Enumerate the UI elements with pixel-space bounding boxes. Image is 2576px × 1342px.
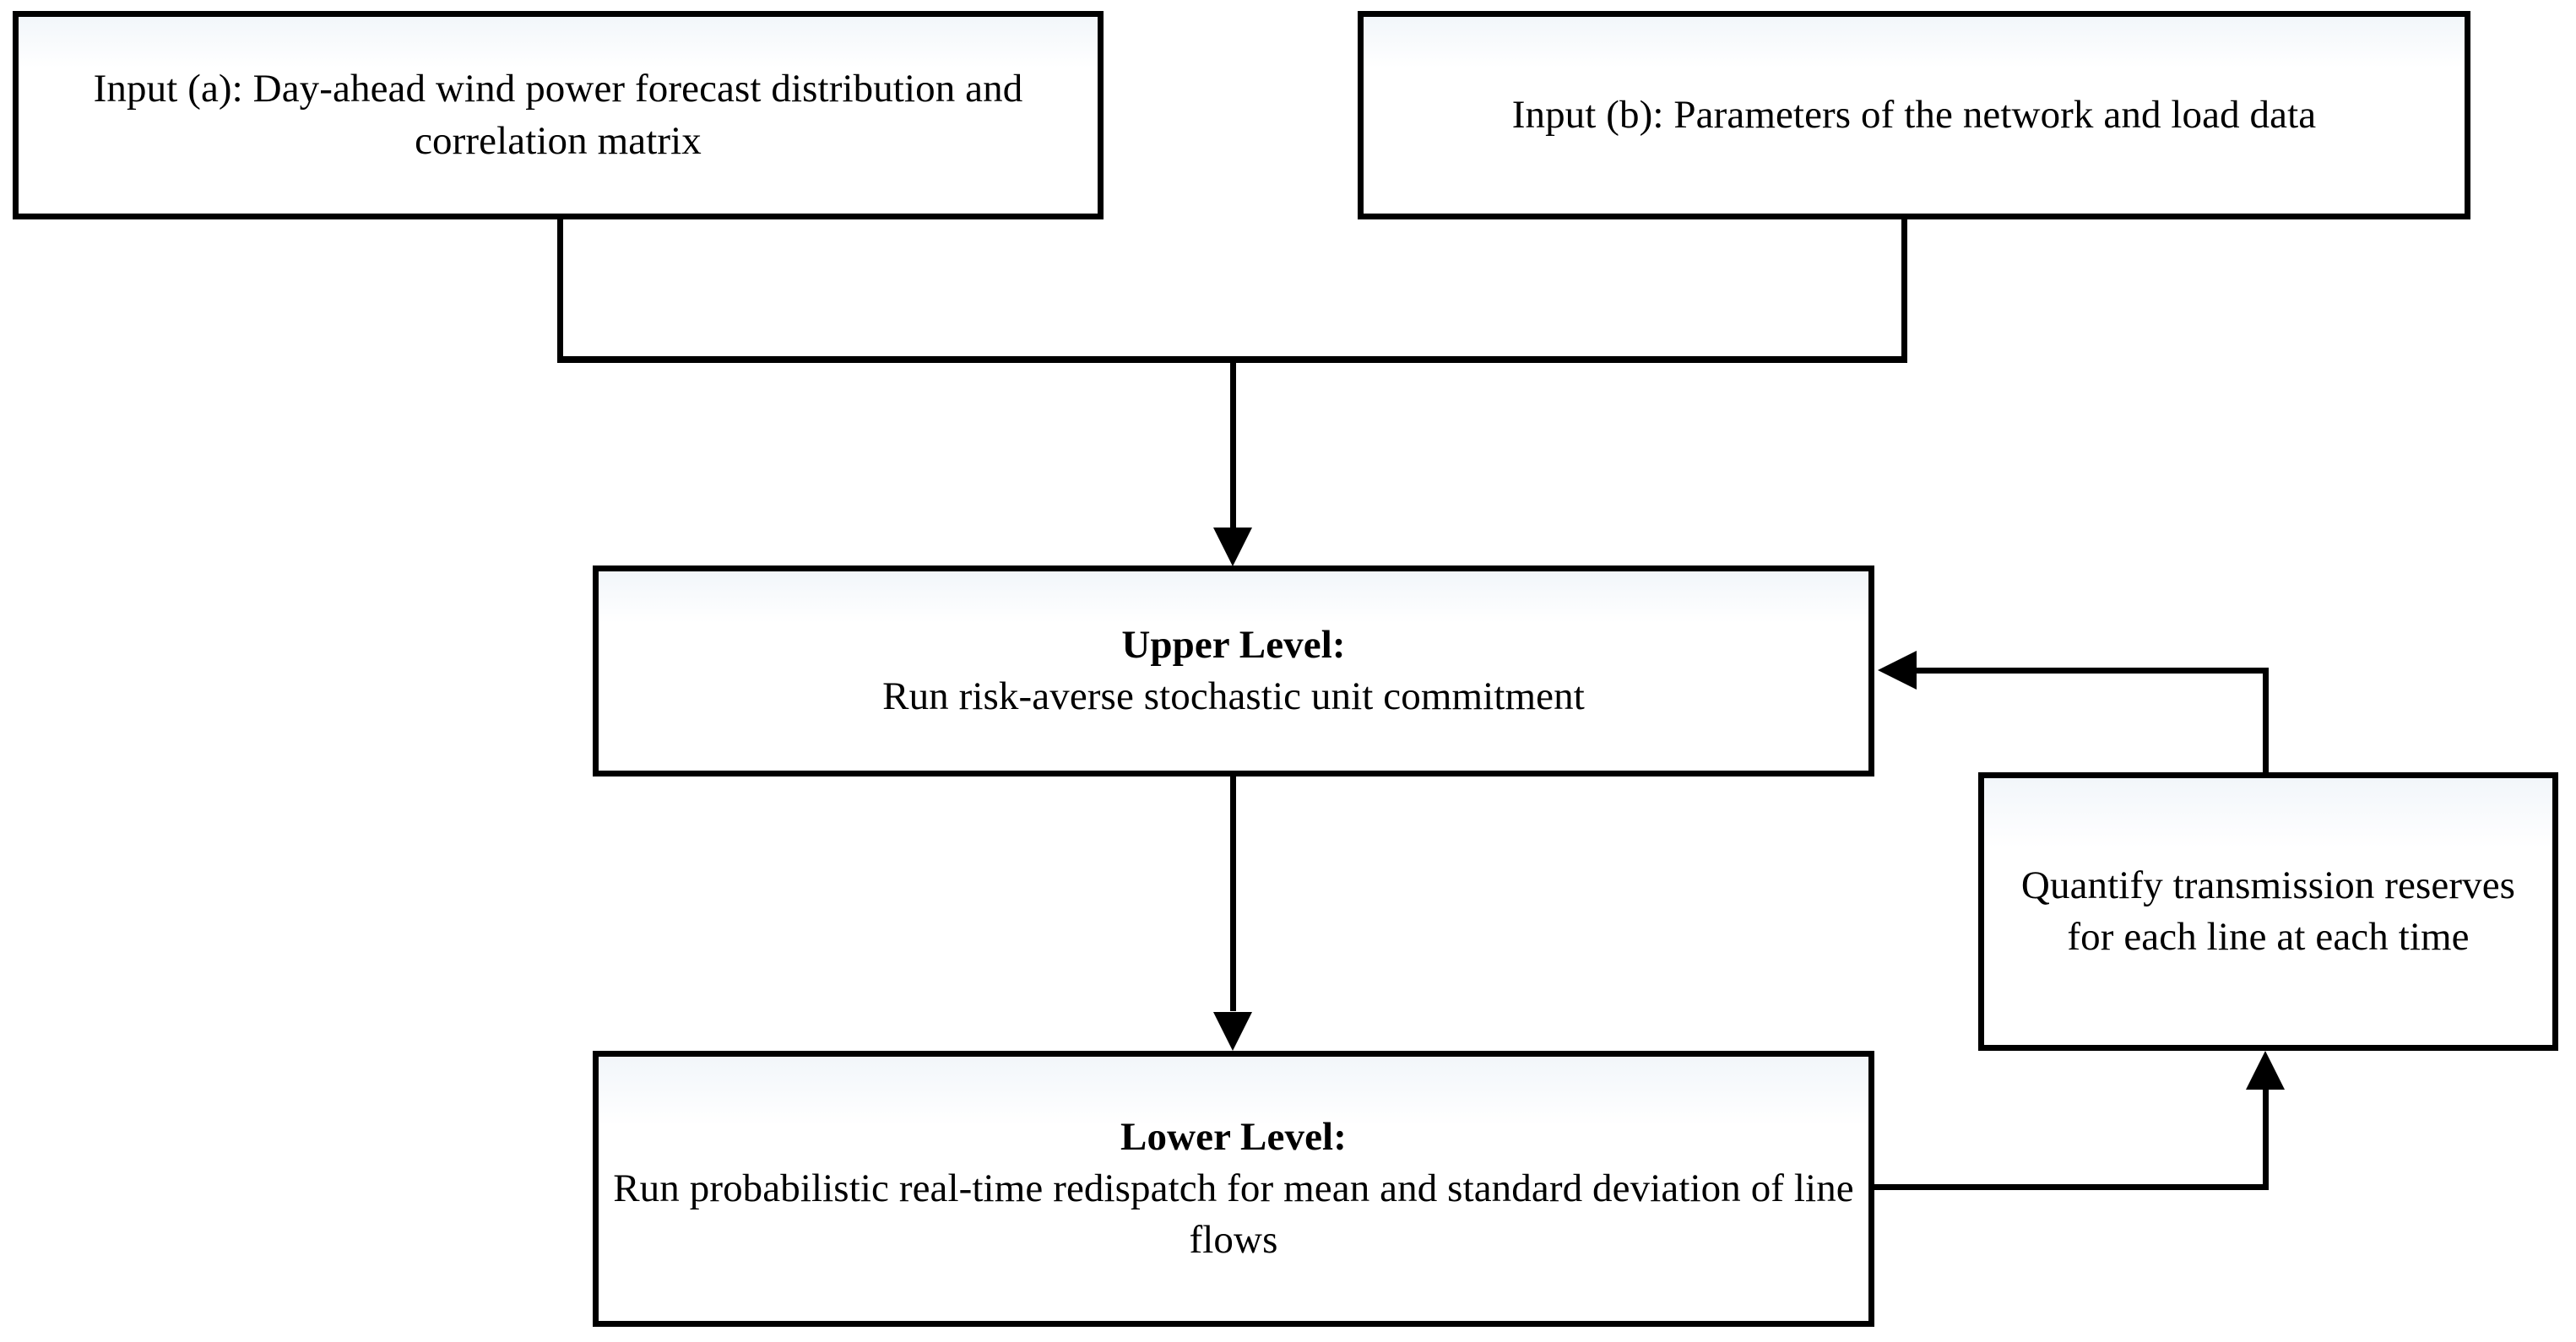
node-lower-level-body: Run probabilistic real-time redispatch f… <box>613 1166 1854 1263</box>
node-input-a-body: Input (a): Day-ahead wind power forecast… <box>93 67 1023 163</box>
node-lower-level-text: Lower Level: Run probabilistic real-time… <box>599 1112 1868 1266</box>
node-input-a-text: Input (a): Day-ahead wind power forecast… <box>19 63 1098 166</box>
edge-input-a-down <box>557 219 563 362</box>
edge-merge-to-upper-stem <box>1230 362 1236 531</box>
edge-lower-to-quantify-horizontal <box>1874 1184 2269 1190</box>
node-input-a[interactable]: Input (a): Day-ahead wind power forecast… <box>13 11 1104 219</box>
node-lower-level-title: Lower Level: <box>1120 1114 1347 1159</box>
node-input-b-body: Input (b): Parameters of the network and… <box>1511 92 2317 137</box>
node-input-b[interactable]: Input (b): Parameters of the network and… <box>1358 11 2470 219</box>
edge-quantify-to-upper-vertical <box>2263 668 2269 772</box>
edge-quantify-to-upper-horizontal <box>1917 668 2269 674</box>
node-lower-level[interactable]: Lower Level: Run probabilistic real-time… <box>593 1051 1874 1327</box>
node-quantify-reserves-body: Quantify transmission reserves for each … <box>2020 863 2516 959</box>
arrowhead-quantify-to-upper <box>1878 651 1917 690</box>
node-quantify-reserves[interactable]: Quantify transmission reserves for each … <box>1978 772 2558 1051</box>
edge-lower-to-quantify-vertical <box>2263 1089 2269 1190</box>
arrowhead-merge-to-upper <box>1213 528 1252 566</box>
node-upper-level[interactable]: Upper Level: Run risk-averse stochastic … <box>593 565 1874 777</box>
edge-merge-bar <box>557 356 1907 363</box>
edge-input-b-down <box>1901 219 1907 362</box>
arrowhead-lower-to-quantify <box>2246 1051 2285 1090</box>
arrowhead-upper-to-lower <box>1213 1012 1252 1051</box>
node-quantify-reserves-text: Quantify transmission reserves for each … <box>1984 860 2552 963</box>
node-input-b-text: Input (b): Parameters of the network and… <box>1364 89 2465 141</box>
node-upper-level-title: Upper Level: <box>1121 622 1346 667</box>
node-upper-level-text: Upper Level: Run risk-averse stochastic … <box>599 620 1868 722</box>
edge-upper-to-lower-stem <box>1230 777 1236 1011</box>
node-upper-level-body: Run risk-averse stochastic unit commitme… <box>882 674 1585 718</box>
